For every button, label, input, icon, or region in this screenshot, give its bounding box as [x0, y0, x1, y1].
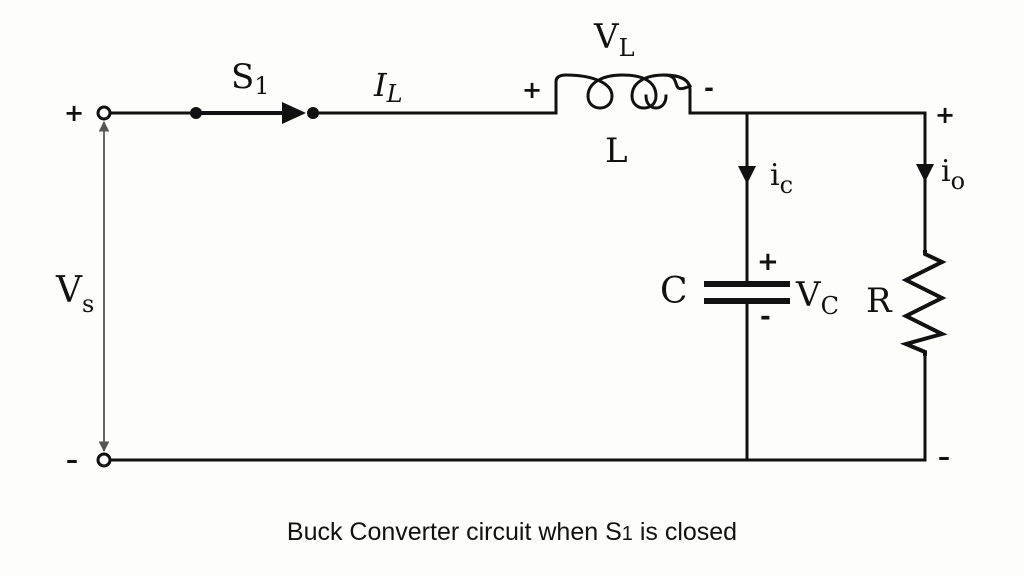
- resistor-r: [899, 250, 948, 356]
- resistor-label: R: [866, 281, 893, 321]
- inductor-coil-right: [662, 73, 692, 115]
- inductor-label: L: [605, 131, 628, 171]
- source-positive-terminal: [96, 105, 112, 121]
- capacitor-minus-sign: -: [760, 302, 771, 332]
- capacitor-plus-sign: +: [757, 247, 779, 277]
- capacitor-c: [704, 281, 790, 304]
- source-negative-terminal: [96, 452, 112, 468]
- capacitor-current-arrow: [738, 166, 756, 184]
- capacitor-current-label: ic: [770, 158, 793, 199]
- output-current-label: io: [941, 154, 965, 195]
- source-minus-sign: –: [66, 446, 78, 474]
- inductor-voltage-label: VL: [593, 17, 635, 62]
- capacitor-label: C: [660, 271, 688, 312]
- switch-label: S1: [231, 57, 270, 100]
- output-minus-sign: –: [938, 443, 950, 471]
- output-plus-sign: +: [935, 101, 955, 129]
- switch-s1[interactable]: [190, 102, 319, 124]
- caption-subscript: 1: [621, 523, 633, 545]
- output-current-arrow: [916, 164, 934, 182]
- diagram-caption: Buck Converter circuit when S1 is closed: [0, 518, 1024, 547]
- inductor-minus-sign: -: [704, 74, 714, 102]
- inductor-l: [554, 73, 692, 115]
- source-plus-sign: +: [64, 99, 84, 127]
- caption-text-end: is closed: [632, 518, 738, 546]
- inductor-current-label: IL: [373, 66, 403, 108]
- capacitor-voltage-label: VC: [795, 275, 839, 320]
- inductor-plus-sign: +: [522, 76, 542, 104]
- source-voltage-label: Vs: [55, 270, 94, 318]
- caption-text-start: Buck Converter circuit when S: [286, 518, 622, 546]
